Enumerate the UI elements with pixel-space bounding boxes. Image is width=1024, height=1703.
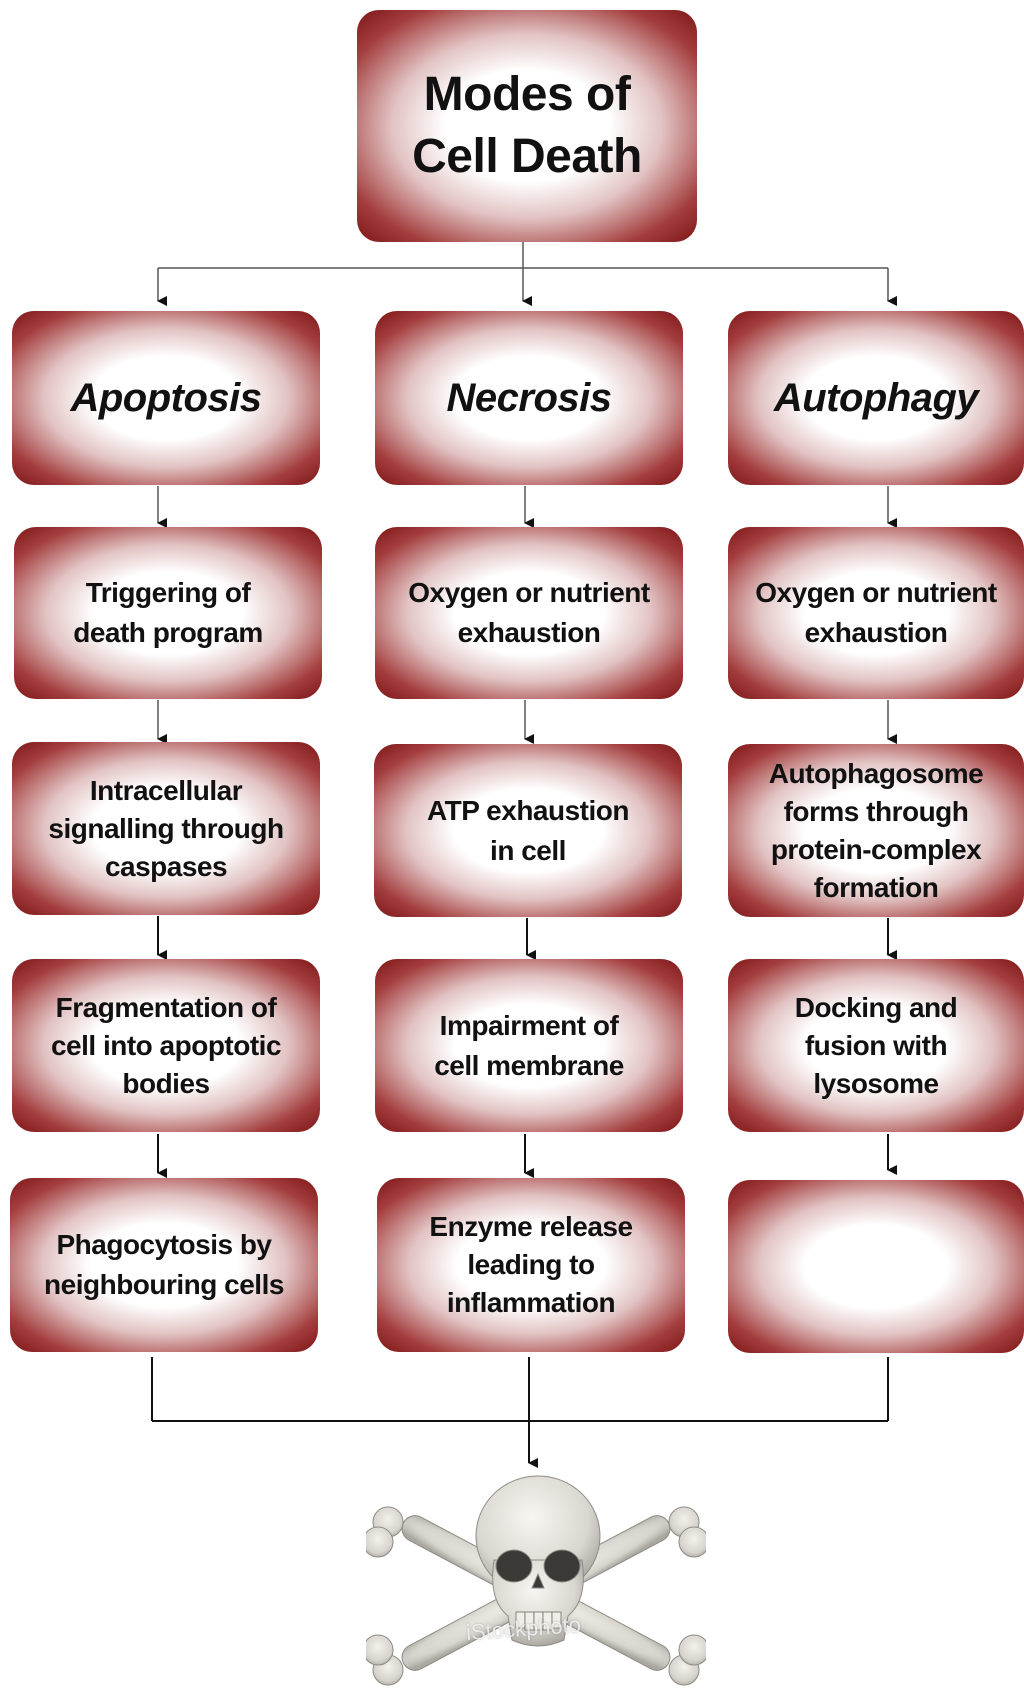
step-label: Phagocytosis by neighbouring cells (44, 1225, 284, 1305)
step-label: Oxygen or nutrient exhaustion (408, 573, 649, 653)
step-label: Autophagosome forms through protein-comp… (769, 755, 983, 907)
autophagy-step-4 (728, 1180, 1024, 1353)
step-label: Oxygen or nutrient exhaustion (755, 573, 996, 653)
necrosis-step-1: Oxygen or nutrient exhaustion (375, 527, 683, 699)
step-label: Docking and fusion with lysosome (795, 989, 958, 1103)
step-label: Triggering of death program (73, 573, 263, 653)
step-label: Intracellular signalling through caspase… (48, 772, 283, 886)
apoptosis-step-3: Fragmentation of cell into apoptotic bod… (12, 959, 320, 1132)
title-box: Modes of Cell Death (357, 10, 697, 242)
necrosis-step-3: Impairment of cell membrane (375, 959, 683, 1132)
apoptosis-step-2: Intracellular signalling through caspase… (12, 742, 320, 915)
step-label: Enzyme release leading to inflammation (429, 1208, 632, 1322)
autophagy-step-1: Oxygen or nutrient exhaustion (728, 527, 1024, 699)
necrosis-step-4: Enzyme release leading to inflammation (377, 1178, 685, 1352)
autophagy-step-2: Autophagosome forms through protein-comp… (728, 744, 1024, 917)
step-label: Fragmentation of cell into apoptotic bod… (51, 989, 281, 1103)
autophagy-step-3: Docking and fusion with lysosome (728, 959, 1024, 1132)
apoptosis-step-1: Triggering of death program (14, 527, 322, 699)
heading-box-autophagy: Autophagy (728, 311, 1024, 485)
heading-autophagy: Autophagy (774, 376, 978, 421)
heading-box-necrosis: Necrosis (375, 311, 683, 485)
diagram-title: Modes of Cell Death (412, 64, 642, 188)
heading-necrosis: Necrosis (447, 376, 612, 421)
heading-apoptosis: Apoptosis (70, 376, 261, 421)
necrosis-step-2: ATP exhaustion in cell (374, 744, 682, 917)
skull-crossbones-icon (366, 1470, 706, 1700)
step-label: Impairment of cell membrane (434, 1006, 624, 1086)
heading-box-apoptosis: Apoptosis (12, 311, 320, 485)
step-label: ATP exhaustion in cell (427, 791, 629, 871)
apoptosis-step-4: Phagocytosis by neighbouring cells (10, 1178, 318, 1352)
